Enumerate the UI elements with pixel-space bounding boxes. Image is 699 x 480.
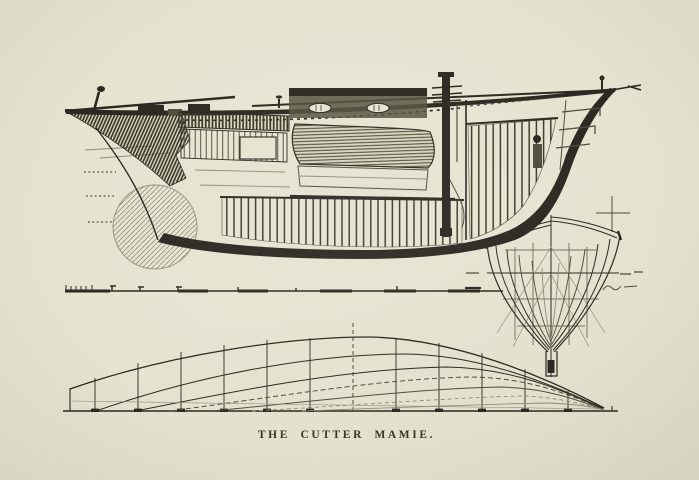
stern-spar-fork (611, 84, 642, 91)
scale-minor-ticks (65, 285, 93, 291)
forward-bulwark (178, 111, 290, 132)
rudder-stock (559, 99, 567, 171)
mast-step (440, 228, 452, 236)
mast-partners (431, 85, 463, 103)
aft-clamp-line (465, 117, 559, 125)
scale-major-ticks (110, 285, 398, 291)
aft-sections (550, 234, 621, 353)
stem-line (95, 127, 159, 241)
profile-view (64, 72, 642, 270)
berth (291, 123, 435, 169)
datum-cross (596, 196, 630, 232)
plate-caption: THE CUTTER MAMIE. (257, 429, 436, 441)
fore-sections (486, 242, 552, 353)
bow-fittings (91, 86, 182, 115)
fore-interior-shelves (194, 169, 291, 188)
waterline-curves (69, 336, 606, 412)
bow-timber (64, 110, 191, 187)
halyard-rope (449, 179, 465, 229)
windlass (138, 105, 164, 115)
forefoot-shading (112, 184, 198, 270)
aft-planking (467, 118, 557, 240)
mast-cap (438, 72, 454, 77)
scale-bar (65, 285, 503, 293)
cabin-roof (289, 88, 427, 96)
clamp-line (219, 196, 465, 201)
aft-deck-nibs (469, 96, 561, 107)
porthole-vent (366, 102, 390, 114)
cabin-sole (289, 194, 456, 201)
fore-skylight (188, 104, 210, 113)
tiller-knob (97, 86, 105, 92)
porthole-vent (308, 102, 332, 114)
fore-hatch (239, 136, 277, 160)
deck-cleat (168, 109, 182, 115)
station-lines (91, 321, 572, 412)
body-plan (465, 196, 643, 377)
mast (431, 72, 465, 237)
bilge-frames (221, 196, 463, 248)
keel-band (158, 88, 616, 259)
stern-details (533, 75, 605, 171)
lower-berth (297, 165, 429, 191)
water-squiggle (602, 285, 638, 291)
half-breadth-plan (63, 321, 618, 412)
cabin-interior (289, 123, 456, 201)
pump (533, 144, 542, 168)
main-cabin (275, 88, 427, 118)
body-plan-grid (487, 243, 619, 348)
keel-foot (545, 351, 558, 377)
